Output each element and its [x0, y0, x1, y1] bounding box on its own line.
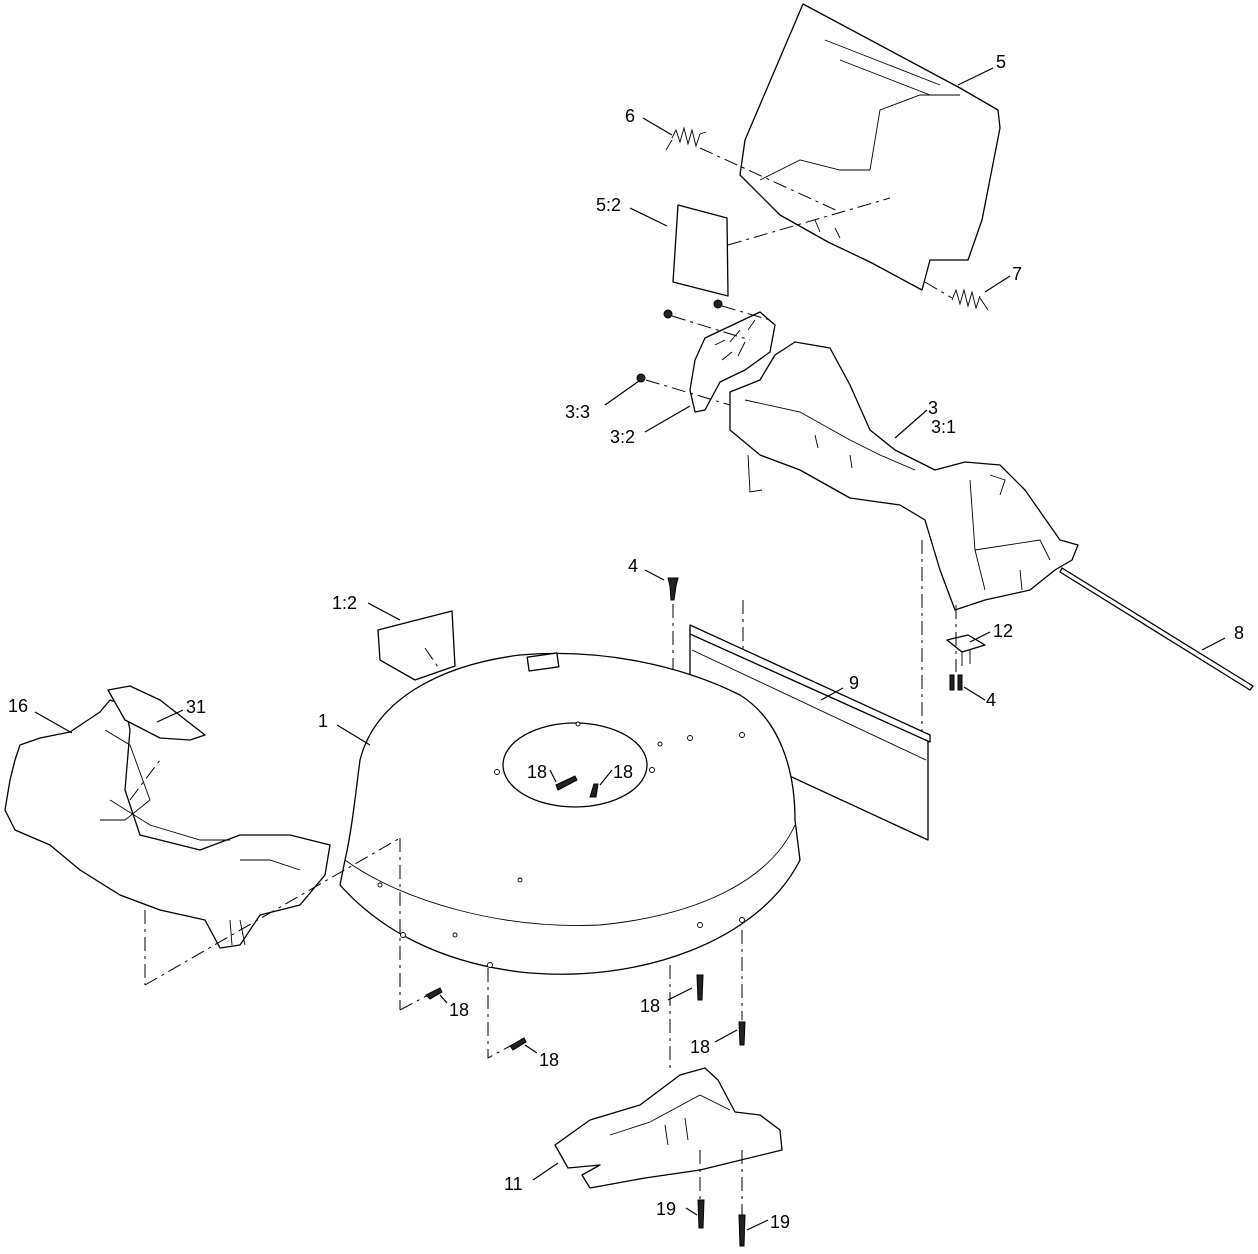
callout-18-b: 18: [613, 762, 633, 782]
callout-3-2: 3:2: [610, 427, 635, 447]
part-1-2-decal: [377, 610, 456, 681]
part-5-rear-door: [739, 3, 1001, 291]
part-3-3-screw-c: [636, 373, 646, 383]
callout-19-a: 19: [656, 1199, 676, 1219]
part-18-screw-low-b: [509, 1037, 527, 1051]
callout-3-1: 3:1: [931, 417, 956, 437]
part-4-screw-bottom-a: [949, 674, 955, 691]
callout-16: 16: [8, 696, 28, 716]
part-18-screw-low-d: [738, 1021, 746, 1046]
callout-19-b: 19: [770, 1212, 790, 1232]
part-3-2-bracket: [689, 311, 776, 413]
callout-5-2: 5:2: [596, 195, 621, 215]
part-7-spring: [951, 288, 989, 311]
callout-7: 7: [1012, 264, 1022, 284]
part-4-screw-bottom-b: [957, 674, 963, 691]
part-8-rod: [1059, 567, 1254, 691]
callout-12: 12: [993, 621, 1013, 641]
callout-3: 3: [928, 398, 938, 418]
part-3-handle-housing: [729, 341, 1079, 611]
part-18-screw-low-c: [696, 974, 704, 1001]
callout-18-c: 18: [449, 1000, 469, 1020]
callout-3-3: 3:3: [565, 402, 590, 422]
callout-9: 9: [849, 673, 859, 693]
callout-1-2: 1:2: [332, 593, 357, 613]
part-5-2-decal: [672, 204, 729, 297]
callout-18-f: 18: [690, 1037, 710, 1057]
callout-18-e: 18: [640, 996, 660, 1016]
callout-11: 11: [504, 1174, 523, 1194]
part-19-screw-a: [697, 1199, 705, 1229]
part-16-front-cover: [4, 699, 331, 949]
part-6-spring: [665, 126, 707, 151]
part-31-handle-pad: [107, 685, 206, 741]
callout-1: 1: [318, 711, 328, 731]
part-3-3-screw-a: [663, 309, 673, 319]
callout-8: 8: [1234, 623, 1244, 643]
callout-31: 31: [186, 697, 206, 717]
callout-5: 5: [996, 52, 1006, 72]
callout-18-d: 18: [539, 1050, 559, 1070]
part-1-deck: [339, 652, 801, 975]
part-11-baffle: [554, 1067, 783, 1189]
callout-4-top: 4: [628, 556, 638, 576]
callout-6: 6: [625, 106, 635, 126]
part-18-screw-low-a: [425, 987, 443, 1000]
callout-4-bottom: 4: [986, 690, 996, 710]
part-12-clip: [946, 634, 986, 666]
part-19-screw-b: [738, 1214, 746, 1247]
part-18-screw-deck-a: [589, 783, 599, 798]
part-4-screw-top: [667, 577, 679, 601]
part-18-screw-deck-b: [555, 775, 578, 791]
part-3-3-screw-b: [713, 299, 723, 309]
callout-18-a: 18: [527, 762, 547, 782]
